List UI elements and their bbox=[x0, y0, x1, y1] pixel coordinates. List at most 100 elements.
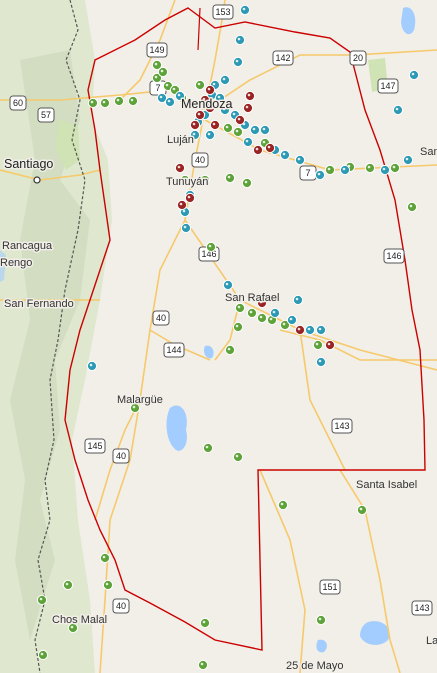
red-station-marker-icon[interactable] bbox=[204, 102, 216, 114]
green-station-marker-icon[interactable] bbox=[246, 307, 258, 319]
red-station-marker-icon[interactable] bbox=[204, 84, 216, 96]
teal-station-marker-icon[interactable] bbox=[269, 307, 281, 319]
red-station-marker-icon[interactable] bbox=[244, 90, 256, 102]
green-station-marker-icon[interactable] bbox=[256, 312, 268, 324]
green-station-marker-icon[interactable] bbox=[151, 59, 163, 71]
green-station-marker-icon[interactable] bbox=[232, 126, 244, 138]
teal-station-marker-icon[interactable] bbox=[222, 279, 234, 291]
teal-station-marker-icon[interactable] bbox=[180, 222, 192, 234]
teal-station-marker-icon[interactable] bbox=[292, 294, 304, 306]
teal-station-marker-icon[interactable] bbox=[304, 324, 316, 336]
green-station-marker-icon[interactable] bbox=[324, 164, 336, 176]
red-station-marker-icon[interactable] bbox=[242, 102, 254, 114]
red-station-marker-icon[interactable] bbox=[234, 114, 246, 126]
teal-station-marker-icon[interactable] bbox=[189, 129, 201, 141]
teal-station-marker-icon[interactable] bbox=[239, 4, 251, 16]
green-station-marker-icon[interactable] bbox=[224, 172, 236, 184]
green-station-marker-icon[interactable] bbox=[129, 402, 141, 414]
red-station-marker-icon[interactable] bbox=[176, 199, 188, 211]
green-station-marker-icon[interactable] bbox=[87, 97, 99, 109]
teal-station-marker-icon[interactable] bbox=[315, 324, 327, 336]
green-station-marker-icon[interactable] bbox=[67, 622, 79, 634]
teal-station-marker-icon[interactable] bbox=[339, 164, 351, 176]
green-station-marker-icon[interactable] bbox=[205, 241, 217, 253]
green-station-marker-icon[interactable] bbox=[36, 594, 48, 606]
teal-station-marker-icon[interactable] bbox=[402, 154, 414, 166]
green-station-marker-icon[interactable] bbox=[194, 79, 206, 91]
green-station-marker-icon[interactable] bbox=[389, 162, 401, 174]
green-station-marker-icon[interactable] bbox=[199, 174, 211, 186]
green-station-marker-icon[interactable] bbox=[99, 552, 111, 564]
green-station-marker-icon[interactable] bbox=[406, 201, 418, 213]
green-station-marker-icon[interactable] bbox=[99, 97, 111, 109]
green-station-marker-icon[interactable] bbox=[234, 302, 246, 314]
green-station-marker-icon[interactable] bbox=[179, 174, 191, 186]
green-station-marker-icon[interactable] bbox=[199, 617, 211, 629]
green-station-marker-icon[interactable] bbox=[312, 339, 324, 351]
green-station-marker-icon[interactable] bbox=[202, 442, 214, 454]
green-station-marker-icon[interactable] bbox=[364, 162, 376, 174]
red-station-marker-icon[interactable] bbox=[256, 297, 268, 309]
teal-station-marker-icon[interactable] bbox=[408, 69, 420, 81]
green-station-marker-icon[interactable] bbox=[232, 321, 244, 333]
green-station-marker-icon[interactable] bbox=[356, 504, 368, 516]
teal-station-marker-icon[interactable] bbox=[204, 129, 216, 141]
green-station-marker-icon[interactable] bbox=[127, 95, 139, 107]
teal-station-marker-icon[interactable] bbox=[294, 154, 306, 166]
green-station-marker-icon[interactable] bbox=[197, 659, 209, 671]
green-station-marker-icon[interactable] bbox=[113, 95, 125, 107]
teal-station-marker-icon[interactable] bbox=[174, 90, 186, 102]
teal-station-marker-icon[interactable] bbox=[234, 34, 246, 46]
place-label: Chos Malal bbox=[52, 614, 107, 626]
green-station-marker-icon[interactable] bbox=[151, 72, 163, 84]
red-station-marker-icon[interactable] bbox=[264, 142, 276, 154]
route-shield: 149 bbox=[146, 42, 168, 58]
red-station-marker-icon[interactable] bbox=[194, 109, 206, 121]
green-station-marker-icon[interactable] bbox=[62, 579, 74, 591]
teal-station-marker-icon[interactable] bbox=[214, 92, 226, 104]
red-station-marker-icon[interactable] bbox=[184, 192, 196, 204]
teal-station-marker-icon[interactable] bbox=[242, 136, 254, 148]
teal-station-marker-icon[interactable] bbox=[219, 74, 231, 86]
teal-station-marker-icon[interactable] bbox=[164, 96, 176, 108]
teal-station-marker-icon[interactable] bbox=[379, 164, 391, 176]
route-shield-label: 151 bbox=[322, 582, 337, 592]
teal-station-marker-icon[interactable] bbox=[232, 292, 244, 304]
teal-station-marker-icon[interactable] bbox=[392, 104, 404, 116]
teal-station-marker-icon[interactable] bbox=[232, 56, 244, 68]
teal-station-marker-icon[interactable] bbox=[219, 104, 231, 116]
red-station-marker-icon[interactable] bbox=[199, 94, 211, 106]
green-station-marker-icon[interactable] bbox=[37, 649, 49, 661]
teal-station-marker-icon[interactable] bbox=[279, 149, 291, 161]
green-station-marker-icon[interactable] bbox=[241, 177, 253, 189]
green-station-marker-icon[interactable] bbox=[222, 122, 234, 134]
teal-station-marker-icon[interactable] bbox=[314, 169, 326, 181]
red-station-marker-icon[interactable] bbox=[189, 119, 201, 131]
red-station-marker-icon[interactable] bbox=[252, 144, 264, 156]
red-station-marker-icon[interactable] bbox=[294, 324, 306, 336]
red-station-marker-icon[interactable] bbox=[174, 162, 186, 174]
red-station-marker-icon[interactable] bbox=[324, 339, 336, 351]
road bbox=[214, 299, 241, 361]
green-station-marker-icon[interactable] bbox=[232, 451, 244, 463]
teal-station-marker-icon[interactable] bbox=[249, 124, 261, 136]
green-station-marker-icon[interactable] bbox=[315, 614, 327, 626]
teal-station-marker-icon[interactable] bbox=[259, 124, 271, 136]
route-shield-label: 20 bbox=[353, 53, 363, 63]
teal-station-marker-icon[interactable] bbox=[315, 356, 327, 368]
route-shield: 20 bbox=[349, 50, 367, 66]
teal-station-marker-icon[interactable] bbox=[156, 92, 168, 104]
teal-station-marker-icon[interactable] bbox=[86, 360, 98, 372]
teal-station-marker-icon[interactable] bbox=[286, 314, 298, 326]
green-station-marker-icon[interactable] bbox=[102, 579, 114, 591]
station-markers[interactable] bbox=[36, 4, 420, 671]
lake bbox=[166, 405, 187, 451]
province-border-mendoza bbox=[64, 7, 426, 651]
red-station-marker-icon[interactable] bbox=[209, 119, 221, 131]
green-station-marker-icon[interactable] bbox=[224, 344, 236, 356]
green-station-marker-icon[interactable] bbox=[157, 66, 169, 78]
green-station-marker-icon[interactable] bbox=[277, 499, 289, 511]
green-station-marker-icon[interactable] bbox=[279, 319, 291, 331]
